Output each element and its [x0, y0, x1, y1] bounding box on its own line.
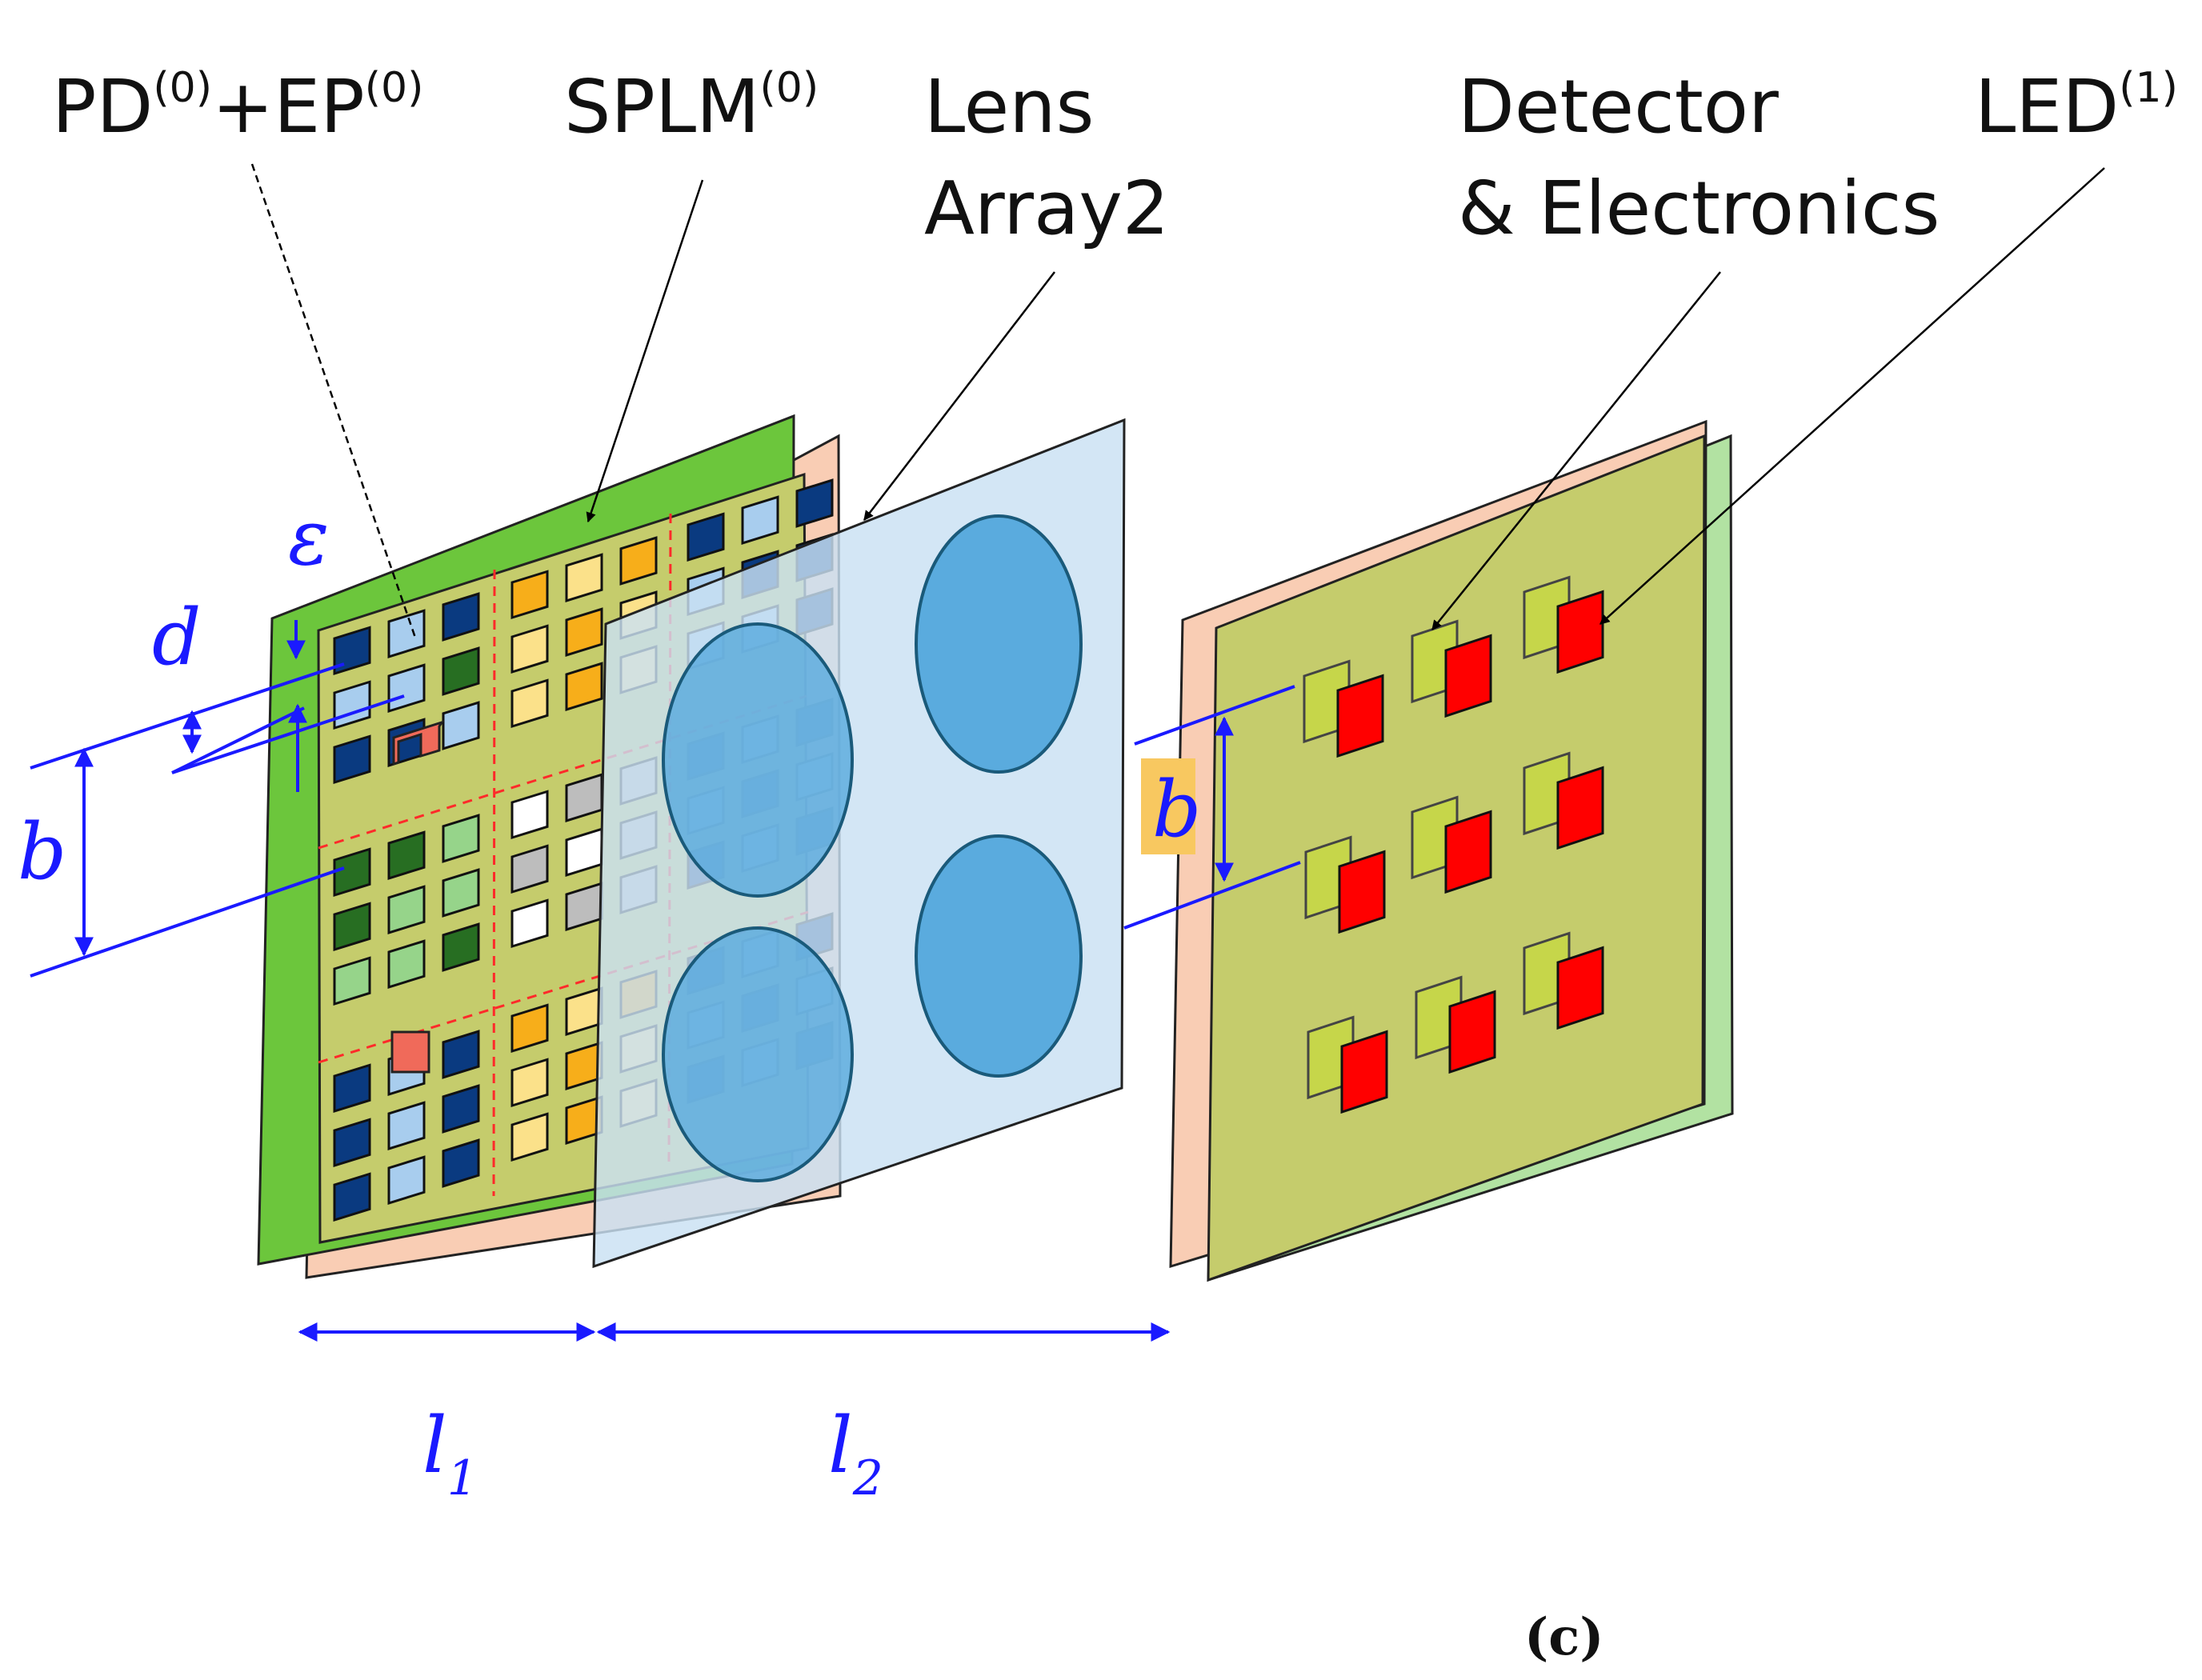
pixel-square: [619, 536, 658, 586]
led-emitter: [1448, 990, 1496, 1074]
pixel-square: [510, 624, 549, 674]
pixel-square: [387, 939, 426, 989]
symbol-l2: l2: [828, 1401, 883, 1506]
pixel-square: [333, 902, 371, 952]
pixel-square: [387, 885, 426, 934]
symbol-b-right: b: [1152, 765, 1201, 854]
svg-text:SPLM(0): SPLM(0): [564, 64, 819, 150]
pixel-square: [510, 570, 549, 620]
label-lens-line1: Lens: [924, 64, 1094, 150]
pixel-square: [442, 814, 480, 863]
pixel-square: [442, 868, 480, 918]
pixel-square: [442, 922, 480, 972]
pixel-square: [565, 662, 603, 711]
dimension-markings: [30, 620, 1301, 1342]
lens-disc-top-left: [662, 622, 854, 898]
symbol-epsilon: ε: [288, 493, 330, 582]
label-lens-line2: Array2: [924, 166, 1169, 251]
pixel-square: [565, 553, 603, 602]
pixel-square: [333, 956, 371, 1006]
pixel-square: [510, 844, 549, 894]
pixel-square: [510, 1003, 549, 1054]
label-led: LED(1): [1975, 64, 2178, 150]
led-emitter: [1340, 1030, 1388, 1114]
pixel-square: [442, 646, 480, 696]
pixel-square: [333, 734, 371, 785]
pixel-square: [387, 830, 426, 880]
symbol-b-left: b: [18, 807, 66, 897]
pixel-square: [387, 1155, 426, 1205]
pd-ep-highlights: [390, 720, 445, 1074]
pixel-square: [442, 1138, 480, 1188]
pixel-square: [387, 609, 426, 658]
figure-caption: (c): [1524, 1607, 1604, 1667]
led-emitter: [1556, 946, 1604, 1030]
pixel-square: [333, 1063, 371, 1114]
led-emitter: [1556, 766, 1604, 850]
label-detector-line2: & Electronics: [1458, 166, 1940, 251]
lens-disc-bottom-left: [662, 926, 854, 1182]
leader-lines: [250, 163, 2105, 641]
lens-disc-top-right: [915, 514, 1083, 774]
symbol-d: d: [152, 593, 201, 682]
leader-led: [1599, 167, 2105, 625]
leader-pd-ep: [250, 163, 418, 641]
led-emitter: [1336, 674, 1384, 758]
b-right-highlight: [1141, 758, 1195, 854]
pixel-square: [333, 1172, 371, 1222]
svg-text:l1: l1: [422, 1401, 478, 1506]
label-pd-ep: PD(0)+EP(0): [52, 64, 423, 150]
pixel-square: [333, 1118, 371, 1168]
leader-detector: [1431, 271, 1721, 630]
pixel-square: [333, 847, 371, 898]
svg-text:LED(1): LED(1): [1975, 64, 2178, 150]
pixel-square: [442, 1030, 480, 1079]
pixel-square: [442, 701, 480, 750]
pixel-square: [510, 678, 549, 729]
pixel-square: [333, 626, 371, 676]
leader-lens: [863, 271, 1055, 521]
pixel-square: [565, 607, 603, 657]
led-emitter: [1556, 590, 1604, 674]
pixel-square: [510, 1058, 549, 1108]
pixel-square: [687, 512, 725, 562]
label-detector-line1: Detector: [1458, 64, 1779, 150]
pd-ep-highlight-top: [392, 720, 445, 766]
pixel-square: [510, 898, 549, 949]
pixel-square: [442, 1084, 480, 1134]
lens-disc-bottom-right: [915, 834, 1083, 1078]
leader-splm: [586, 179, 704, 523]
right-stack: [1169, 419, 1734, 1282]
pixel-square: [741, 495, 779, 545]
pd-ep-highlight-bottom: [390, 1030, 430, 1074]
label-splm: SPLM(0): [564, 64, 819, 150]
symbol-l1: l1: [422, 1401, 478, 1506]
led-emitter: [1338, 850, 1386, 934]
svg-text:l2: l2: [828, 1401, 883, 1506]
pixel-square: [510, 1112, 549, 1162]
led-detector-array: [1303, 575, 1604, 1114]
pixel-square: [510, 790, 549, 840]
lens-array-2: [592, 418, 1126, 1269]
led-emitter: [1444, 634, 1492, 718]
led-emitter: [1444, 810, 1492, 894]
pixel-square: [442, 592, 480, 642]
svg-text:PD(0)+EP(0): PD(0)+EP(0): [52, 64, 423, 150]
pixel-square: [387, 1101, 426, 1150]
pixel-square: [795, 478, 834, 528]
